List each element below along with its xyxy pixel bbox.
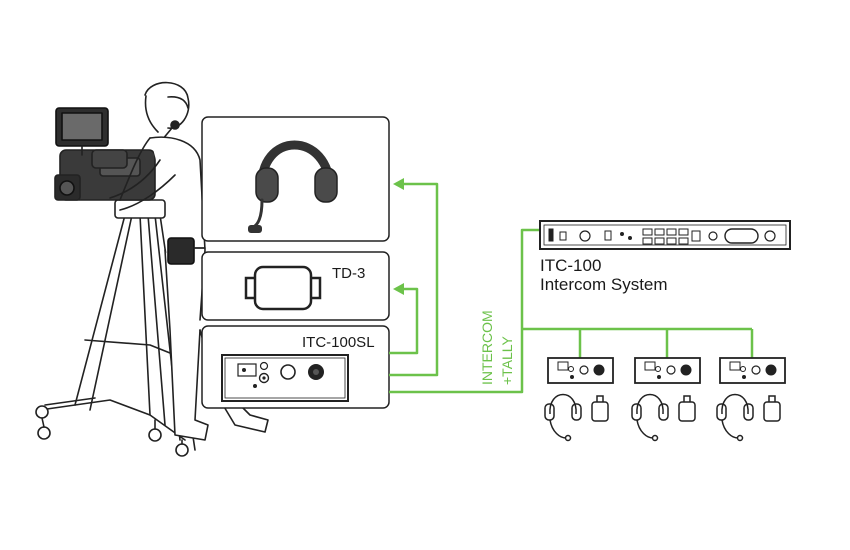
beltpack-station-3 (716, 357, 786, 442)
headset-panel (201, 116, 390, 242)
itc100sl-device (221, 354, 349, 402)
headset-icon (631, 393, 669, 442)
td3-label: TD-3 (332, 265, 365, 282)
itc100-desc-label: Intercom System (540, 275, 668, 294)
beltpack-icon (634, 357, 701, 384)
signal-wires (389, 182, 754, 394)
beltpack-icon (719, 357, 786, 384)
itc100sl-panel: ITC-100SL (201, 325, 390, 409)
beltpack-icon (547, 357, 614, 384)
arrowheads (393, 178, 404, 295)
tally-label: +TALLY (499, 335, 515, 385)
camera-operator-icon (35, 81, 269, 457)
headset-icon (716, 393, 754, 442)
rack-unit-icon (539, 220, 791, 250)
tally-box-icon (244, 265, 322, 311)
headset-icon (544, 393, 582, 442)
headset-icon (248, 140, 338, 233)
tally-light-icon (591, 395, 609, 422)
itc100sl-label: ITC-100SL (302, 334, 375, 351)
td3-panel: TD-3 (201, 251, 390, 321)
beltpack-station-1 (544, 357, 614, 442)
beltpack-station-2 (631, 357, 701, 442)
tally-light-icon (763, 395, 781, 422)
intercom-label: INTERCOM (479, 310, 495, 385)
itc100-model-label: ITC-100 (540, 256, 601, 275)
tally-light-icon (678, 395, 696, 422)
